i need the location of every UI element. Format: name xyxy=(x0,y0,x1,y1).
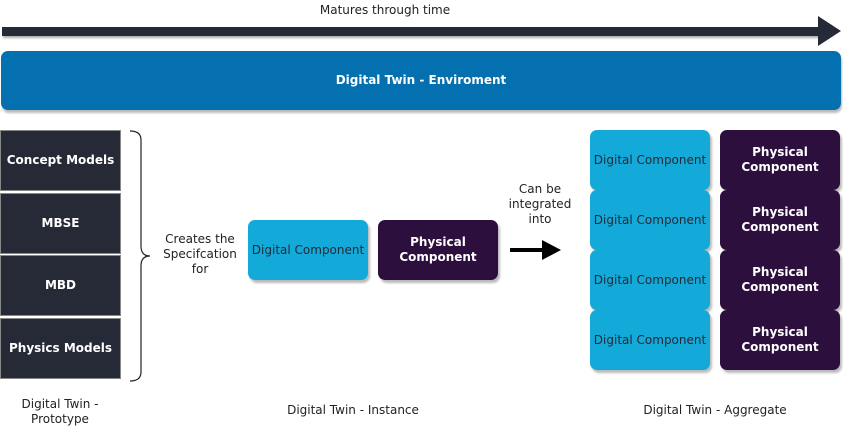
environment-box: Digital Twin - Enviroment xyxy=(1,51,841,110)
right-arrow-icon xyxy=(510,240,561,260)
instance-physical-component: Physical Component xyxy=(378,220,498,280)
aggregate-digital-component: Digital Component xyxy=(590,190,710,250)
prototype-physics-models: Physics Models xyxy=(0,318,121,379)
aggregate-physical-component: Physical Component xyxy=(720,190,840,250)
aggregate-digital-component: Digital Component xyxy=(590,250,710,310)
timeline-label: Matures through time xyxy=(319,3,451,17)
aggregate-physical-component: Physical Component xyxy=(720,310,840,370)
instance-digital-component: Digital Component xyxy=(248,220,368,280)
aggregate-digital-component: Digital Component xyxy=(590,130,710,190)
timeline-arrow-icon xyxy=(2,16,841,46)
aggregate-physical-component: Physical Component xyxy=(720,250,840,310)
aggregate-physical-component: Physical Component xyxy=(720,130,840,190)
integrate-label: Can be integrated into xyxy=(508,182,572,226)
instance-caption: Digital Twin - Instance xyxy=(287,403,419,417)
prototype-concept-models: Concept Models xyxy=(0,130,121,191)
prototype-caption: Digital Twin - Prototype xyxy=(21,397,99,426)
creates-spec-label: Creates the Specifcation for xyxy=(163,232,237,276)
aggregate-digital-component: Digital Component xyxy=(590,310,710,370)
prototype-mbd: MBD xyxy=(0,255,121,316)
aggregate-caption: Digital Twin - Aggregate xyxy=(643,403,787,417)
prototype-mbse: MBSE xyxy=(0,193,121,254)
curly-brace-icon xyxy=(129,130,151,382)
